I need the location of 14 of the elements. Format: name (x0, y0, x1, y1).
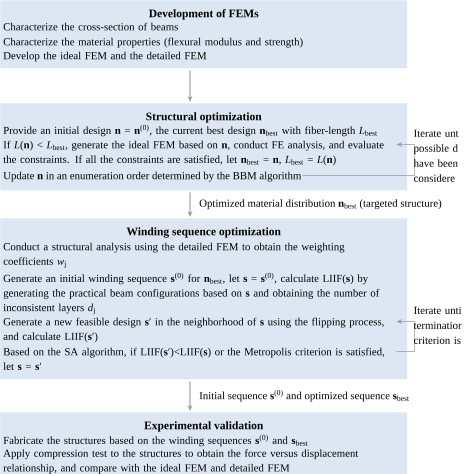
step-text: Provide an initial design n = n$^{(0)}$, the current best design n$_{best}$ with fiber-length L$_{best}$ (4, 124, 378, 136)
step-text: Based on the SA algorithm, if LIIF(s′)<LIIF(s) or the Metropolis criterion is satisfied, let s = s′ (3, 348, 384, 370)
edge-label: Iterate unti terminatior criterion is (414, 306, 462, 344)
edge-label: Iterate unt possible d have been considere (414, 130, 459, 182)
edge-label: Initial sequence s$^{(0)}$ and optimized sequence s$_{best}$ (200, 390, 409, 402)
step-text: Update n in an enumeration order determined by the BBM algorithm (3, 172, 302, 182)
step-text: If L(n) < L$_{best}$, generate the ideal FEM based on n, conduct FE analysis, and evaluate the constraints. If all the constraints are satisfied, let n$_{best}$ = n, L$_{best}$ = L(n) (3, 140, 384, 166)
edge-label: Optimized material distribution n$_{best}$ (targeted structure) (200, 199, 442, 210)
step-text: Characterize the cross-section of beams (4, 22, 178, 30)
step-text: Generate a new feasible design s′ in the neighborhood of s using the flipping process, and calculate LIIF(s′) (4, 318, 384, 342)
step-text: Develop the ideal FEM and the detailed FEM (4, 52, 206, 62)
step-text: Apply compression test to the structures to obtain the force versus displacement relationship, and compare with the ideal FEM and detailed FEM (3, 449, 358, 474)
step-text: Characterize the material properties (flexural modulus and strength) (4, 38, 303, 48)
step-text: Fabricate the structures based on the winding sequences s$^{(0)}$ and s$_{best}$ (4, 434, 308, 446)
